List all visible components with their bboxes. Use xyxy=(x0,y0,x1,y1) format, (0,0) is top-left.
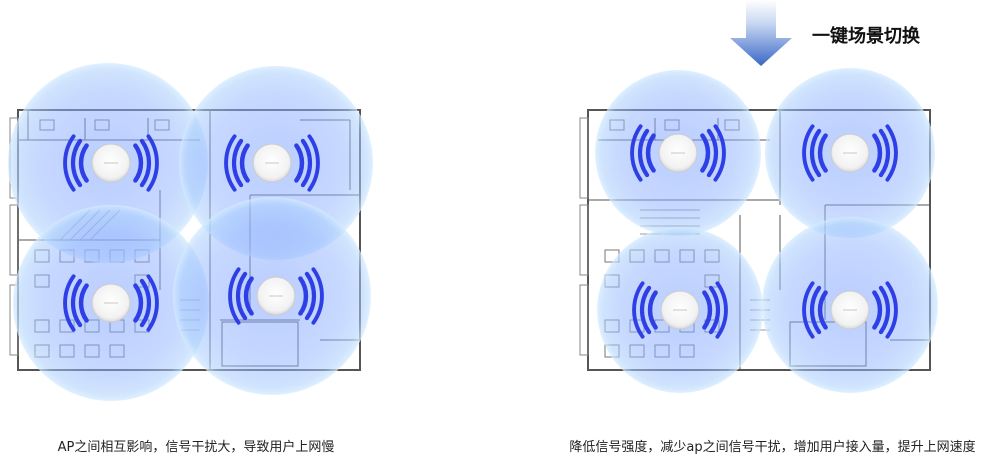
down-arrow-icon xyxy=(730,0,792,66)
caption-before: AP之间相互影响，信号干扰大，导致用户上网慢 xyxy=(57,440,335,455)
signal-wave-icon xyxy=(63,134,89,192)
left-coverage xyxy=(8,63,373,401)
ap-unit xyxy=(228,267,324,325)
ap-unit xyxy=(632,281,728,339)
signal-wave-icon xyxy=(63,274,89,332)
signal-wave-icon xyxy=(872,281,898,339)
signal-wave-icon xyxy=(872,124,898,182)
signal-wave-icon xyxy=(802,124,828,182)
signal-wave-icon xyxy=(630,124,656,182)
signal-wave-icon xyxy=(228,267,254,325)
ap-unit xyxy=(224,134,320,192)
ap-unit xyxy=(630,124,726,182)
signal-wave-icon xyxy=(294,134,320,192)
ap-unit xyxy=(802,281,898,339)
signal-wave-icon xyxy=(298,267,324,325)
signal-wave-icon xyxy=(702,281,728,339)
signal-wave-icon xyxy=(224,134,250,192)
ap-unit xyxy=(63,274,159,332)
ap-unit xyxy=(63,134,159,192)
signal-wave-icon xyxy=(133,274,159,332)
signal-wave-icon xyxy=(802,281,828,339)
signal-wave-icon xyxy=(133,134,159,192)
ap-unit xyxy=(802,124,898,182)
caption-after: 降低信号强度，减少ap之间信号干扰，增加用户接入量，提升上网速度 xyxy=(569,440,976,455)
signal-wave-icon xyxy=(632,281,658,339)
ap-devices xyxy=(63,124,898,339)
signal-wave-icon xyxy=(700,124,726,182)
scene-switch-label: 一键场景切换 xyxy=(812,26,920,47)
right-coverage xyxy=(595,68,938,393)
